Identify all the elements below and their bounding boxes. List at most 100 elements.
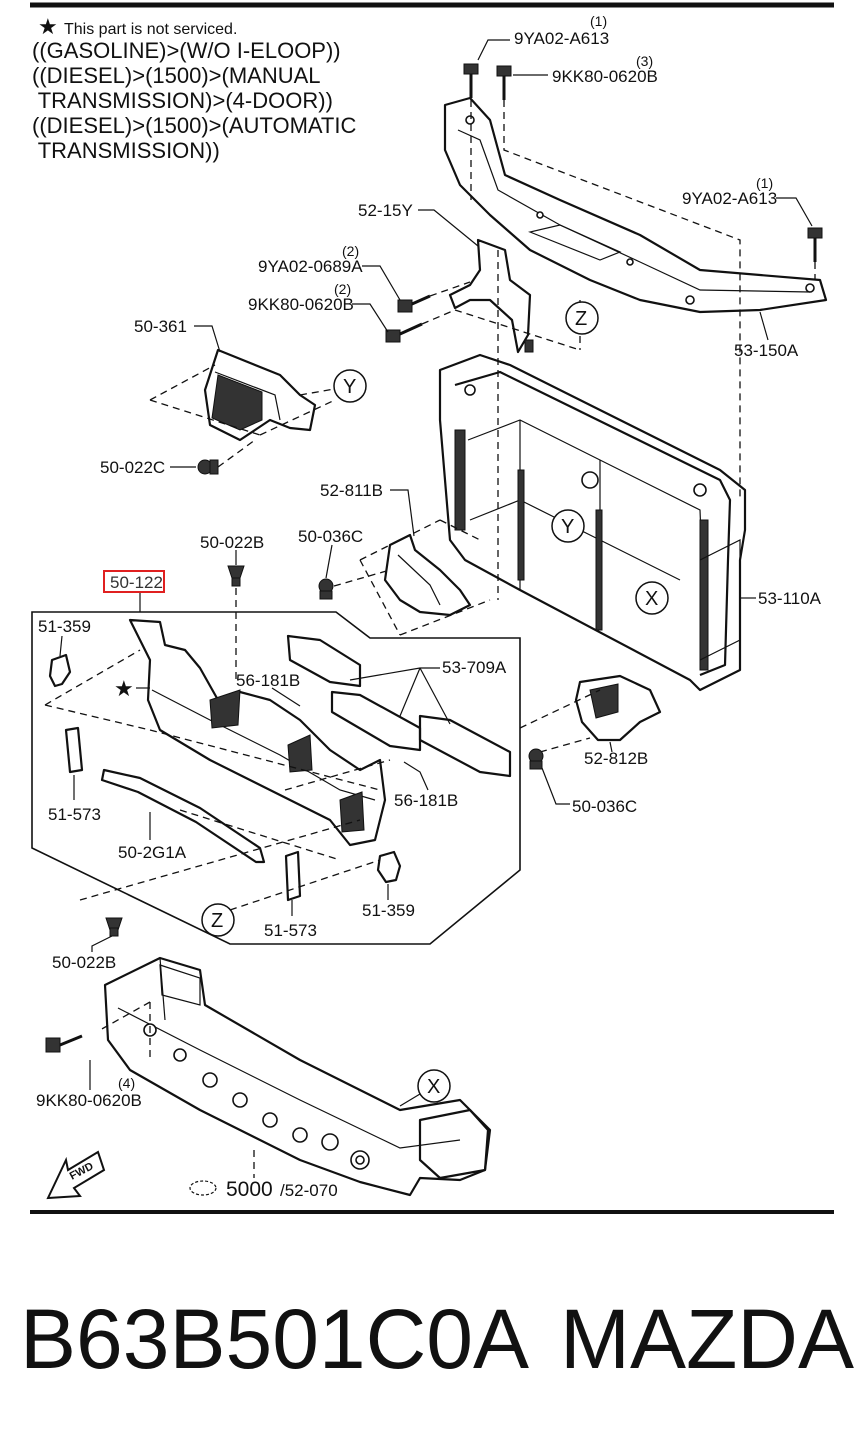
footer-part-number: B63B501C0A bbox=[20, 1292, 529, 1386]
pad-51-573-bottom[interactable] bbox=[284, 850, 302, 902]
svg-text:Y: Y bbox=[343, 376, 356, 398]
callout-53-709a[interactable]: 53-709A bbox=[349, 658, 507, 725]
callout-code: 52-812B bbox=[584, 749, 648, 768]
note-line-2: ((DIESEL)>(1500)>(MANUAL bbox=[32, 63, 321, 88]
callout-56-181b-top[interactable]: 56-181B bbox=[236, 671, 301, 707]
callout-code: 9YA02-A613 bbox=[514, 29, 609, 48]
reference-5000[interactable]: 5000 /52-070 bbox=[189, 1150, 338, 1201]
clip-icon-50-036c-bottom bbox=[528, 748, 544, 770]
callout-qty: (2) bbox=[342, 243, 359, 259]
callout-56-181b-bottom[interactable]: 56-181B bbox=[394, 761, 458, 810]
star-icon: ★ bbox=[38, 15, 58, 40]
callout-code: 50-361 bbox=[134, 317, 187, 336]
note-line-1: ((GASOLINE)>(W/O I-ELOOP)) bbox=[32, 38, 341, 63]
star-marker-icon: ★ bbox=[114, 677, 134, 702]
bracket-52-15y[interactable] bbox=[448, 238, 534, 354]
strip-50-2g1a[interactable] bbox=[100, 768, 266, 864]
upper-support-53-150a[interactable] bbox=[443, 96, 828, 314]
note-star-text: This part is not serviced. bbox=[64, 21, 237, 38]
callout-code: 51-573 bbox=[48, 805, 101, 824]
lower-bumper-reinforcement[interactable] bbox=[103, 956, 492, 1197]
marker-x-right: X bbox=[635, 581, 669, 615]
callout-51-573-left[interactable]: 51-573 bbox=[48, 775, 101, 824]
stay-51-359-right[interactable] bbox=[376, 850, 402, 884]
callout-code: 52-15Y bbox=[358, 201, 413, 220]
footer-brand: MAZDA bbox=[560, 1292, 854, 1386]
air-guide-52-811b[interactable] bbox=[383, 533, 472, 617]
svg-text:Z: Z bbox=[211, 910, 223, 932]
callout-9kk80-0620b-mid[interactable]: (2) 9KK80-0620B bbox=[248, 281, 389, 333]
reference-code: 5000 bbox=[226, 1178, 273, 1201]
bolt-icon-bottom bbox=[45, 1034, 83, 1053]
callout-code: 50-122 bbox=[110, 573, 163, 592]
callout-code: 51-359 bbox=[38, 617, 91, 636]
stay-51-359-left[interactable] bbox=[48, 653, 72, 688]
callout-50-022b-bottom[interactable]: 50-022B bbox=[52, 935, 116, 972]
callout-code: 50-022B bbox=[200, 533, 264, 552]
callout-51-359-right[interactable]: 51-359 bbox=[362, 884, 415, 920]
marker-x-lower: X bbox=[417, 1069, 451, 1103]
callout-qty: (4) bbox=[118, 1075, 135, 1091]
svg-text:Y: Y bbox=[561, 516, 574, 538]
bolt-icon-top-left bbox=[463, 63, 479, 98]
bolt-icon-mid-lower bbox=[385, 322, 423, 343]
callout-50-036c-top[interactable]: 50-036C bbox=[298, 527, 363, 579]
callout-qty: (1) bbox=[756, 175, 773, 191]
callout-code: 50-022B bbox=[52, 953, 116, 972]
callout-52-812b[interactable]: 52-812B bbox=[584, 741, 648, 768]
svg-text:Z: Z bbox=[575, 308, 587, 330]
callout-qty: (3) bbox=[636, 53, 653, 69]
callout-code: 53-150A bbox=[734, 341, 799, 360]
callout-code: 9KK80-0620B bbox=[248, 295, 354, 314]
note-line-4: ((DIESEL)>(1500)>(AUTOMATIC bbox=[32, 113, 356, 138]
bolt-icon-mid-upper bbox=[397, 294, 431, 313]
callout-52-15y[interactable]: 52-15Y bbox=[358, 201, 479, 247]
callout-code: 51-573 bbox=[264, 921, 317, 940]
callout-code: 52-811B bbox=[320, 481, 383, 500]
note-line-3: TRANSMISSION)>(4-DOOR)) bbox=[32, 88, 333, 113]
svg-text:X: X bbox=[645, 588, 658, 610]
callout-53-110a[interactable]: 53-110A bbox=[740, 589, 822, 608]
marker-z-lower: Z bbox=[201, 903, 235, 937]
callout-50-022b-top[interactable]: 50-022B bbox=[200, 533, 264, 565]
callout-52-811b[interactable]: 52-811B bbox=[320, 481, 415, 537]
callout-50-122-highlighted[interactable]: 50-122 bbox=[103, 570, 165, 612]
callout-code: 50-036C bbox=[298, 527, 363, 546]
reference-icon bbox=[189, 1180, 217, 1196]
callout-9kk80-0620b-bottom[interactable]: (4) 9KK80-0620B bbox=[36, 1060, 142, 1110]
callout-code: 9KK80-0620B bbox=[552, 67, 658, 86]
callout-50-2g1a[interactable]: 50-2G1A bbox=[118, 812, 187, 862]
clip-icon-50-036c-top bbox=[318, 578, 334, 600]
callout-51-359-left[interactable]: 51-359 bbox=[38, 617, 91, 657]
pad-51-573-left[interactable] bbox=[64, 726, 84, 774]
clip-icon-50-022c bbox=[197, 459, 219, 475]
note-line-5: TRANSMISSION)) bbox=[32, 138, 220, 163]
callout-9ya02-0689a[interactable]: (2) 9YA02-0689A bbox=[258, 243, 401, 301]
callout-50-022c[interactable]: 50-022C bbox=[100, 458, 196, 477]
callout-50-361[interactable]: 50-361 bbox=[134, 317, 221, 353]
callout-code: 53-110A bbox=[758, 589, 822, 608]
absorber-53-709a[interactable] bbox=[286, 634, 512, 778]
air-guide-52-812b[interactable] bbox=[574, 674, 662, 742]
callout-50-036c-bottom[interactable]: 50-036C bbox=[541, 767, 637, 816]
callout-53-150a[interactable]: 53-150A bbox=[734, 311, 799, 360]
marker-z-upper: Z bbox=[565, 301, 599, 335]
callout-9ya02-a613-left[interactable]: (1) 9YA02-A613 bbox=[477, 13, 609, 61]
callout-code: 9KK80-0620B bbox=[36, 1091, 142, 1110]
air-duct-50-361[interactable] bbox=[203, 348, 317, 442]
callout-code: 50-022C bbox=[100, 458, 165, 477]
callout-code: 50-2G1A bbox=[118, 843, 187, 862]
clip-icon-50-022b-bottom bbox=[105, 917, 123, 937]
bumper-reinforcement-50-122[interactable] bbox=[128, 618, 387, 847]
radiator-support-53-110a[interactable] bbox=[438, 353, 747, 692]
callout-code: 53-709A bbox=[442, 658, 507, 677]
callout-code: 56-181B bbox=[236, 671, 300, 690]
bolt-icon-top-right bbox=[807, 227, 823, 262]
callout-51-573-bottom[interactable]: 51-573 bbox=[264, 900, 317, 940]
callout-code: 9YA02-A613 bbox=[682, 189, 777, 208]
marker-y-right: Y bbox=[551, 509, 585, 543]
callout-qty: (2) bbox=[334, 281, 351, 297]
callout-9kk80-0620b-top[interactable]: (3) 9KK80-0620B bbox=[513, 53, 658, 86]
callout-9ya02-a613-right[interactable]: (1) 9YA02-A613 bbox=[682, 175, 813, 227]
